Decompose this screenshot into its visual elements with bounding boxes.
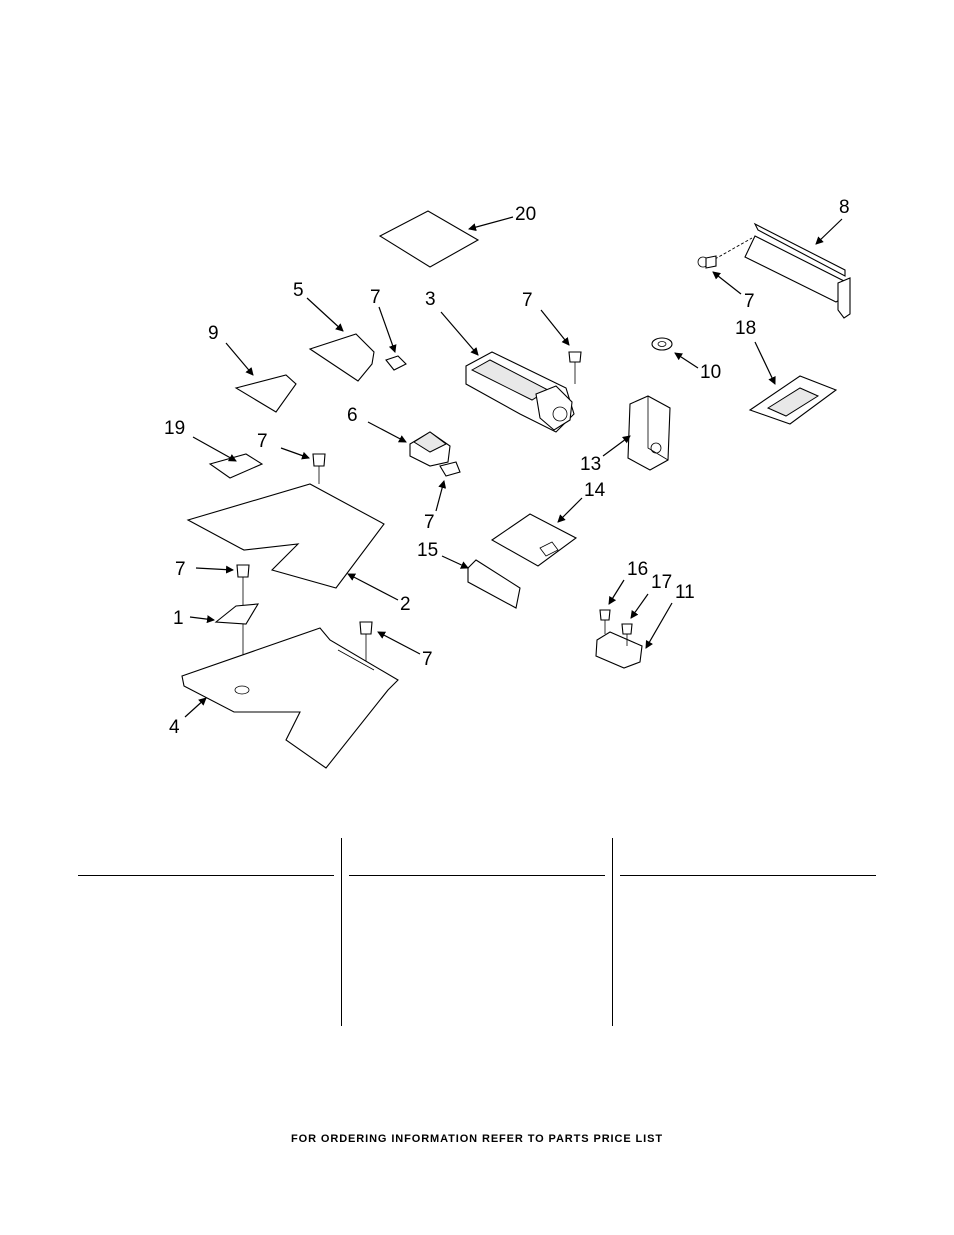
part-6-transformer xyxy=(367,421,461,512)
table-column-divider xyxy=(341,838,342,1026)
callout-7a: 7 xyxy=(744,291,755,312)
callout-9: 9 xyxy=(208,323,219,344)
callout-3: 3 xyxy=(425,289,436,310)
part-9-plate xyxy=(225,342,297,413)
part-11-terminal-block xyxy=(595,579,673,669)
callout-7g: 7 xyxy=(422,649,433,670)
part-3-housing xyxy=(440,311,575,433)
callout-7e: 7 xyxy=(257,431,268,452)
part-8-bracket xyxy=(697,218,851,319)
part-19-gasket xyxy=(192,436,264,479)
part-4-base xyxy=(181,627,399,769)
callout-6: 6 xyxy=(347,405,358,426)
callout-13: 13 xyxy=(580,454,601,475)
screw-near-part-2 xyxy=(280,447,326,484)
callout-15: 15 xyxy=(417,540,438,561)
part-13-box xyxy=(602,395,671,471)
callout-16: 16 xyxy=(627,559,648,580)
screw-near-part-4 xyxy=(359,621,421,666)
part-2-panel xyxy=(186,483,399,601)
callout-4: 4 xyxy=(169,717,180,738)
table-header-rule xyxy=(78,875,334,876)
callout-10: 10 xyxy=(700,362,721,383)
table-header-rule xyxy=(349,875,605,876)
screw-near-part-3 xyxy=(540,309,582,384)
part-14-plate xyxy=(490,497,583,567)
table-header-rule xyxy=(620,875,876,876)
callout-8: 8 xyxy=(839,197,850,218)
callout-5: 5 xyxy=(293,280,304,301)
callout-20: 20 xyxy=(515,204,536,225)
ordering-info-footer: FOR ORDERING INFORMATION REFER TO PARTS … xyxy=(291,1133,663,1145)
table-column-divider xyxy=(612,838,613,1026)
callout-7c: 7 xyxy=(522,290,533,311)
part-15-bracket xyxy=(441,555,521,609)
callout-17: 17 xyxy=(651,572,672,593)
callout-19: 19 xyxy=(164,418,185,439)
callout-7b: 7 xyxy=(370,287,381,308)
screw-near-part-5 xyxy=(378,306,407,371)
part-20-plate xyxy=(378,210,514,268)
callout-18: 18 xyxy=(735,318,756,339)
part-18-tray xyxy=(748,341,838,425)
callout-2: 2 xyxy=(400,594,411,615)
callout-7f: 7 xyxy=(175,559,186,580)
callout-14: 14 xyxy=(584,480,606,501)
callout-1: 1 xyxy=(173,608,184,629)
part-10-washer xyxy=(651,337,699,369)
callout-11: 11 xyxy=(675,582,695,603)
part-5-plate xyxy=(306,297,375,382)
callout-7d: 7 xyxy=(424,512,435,533)
part-1-deflector xyxy=(189,603,260,625)
